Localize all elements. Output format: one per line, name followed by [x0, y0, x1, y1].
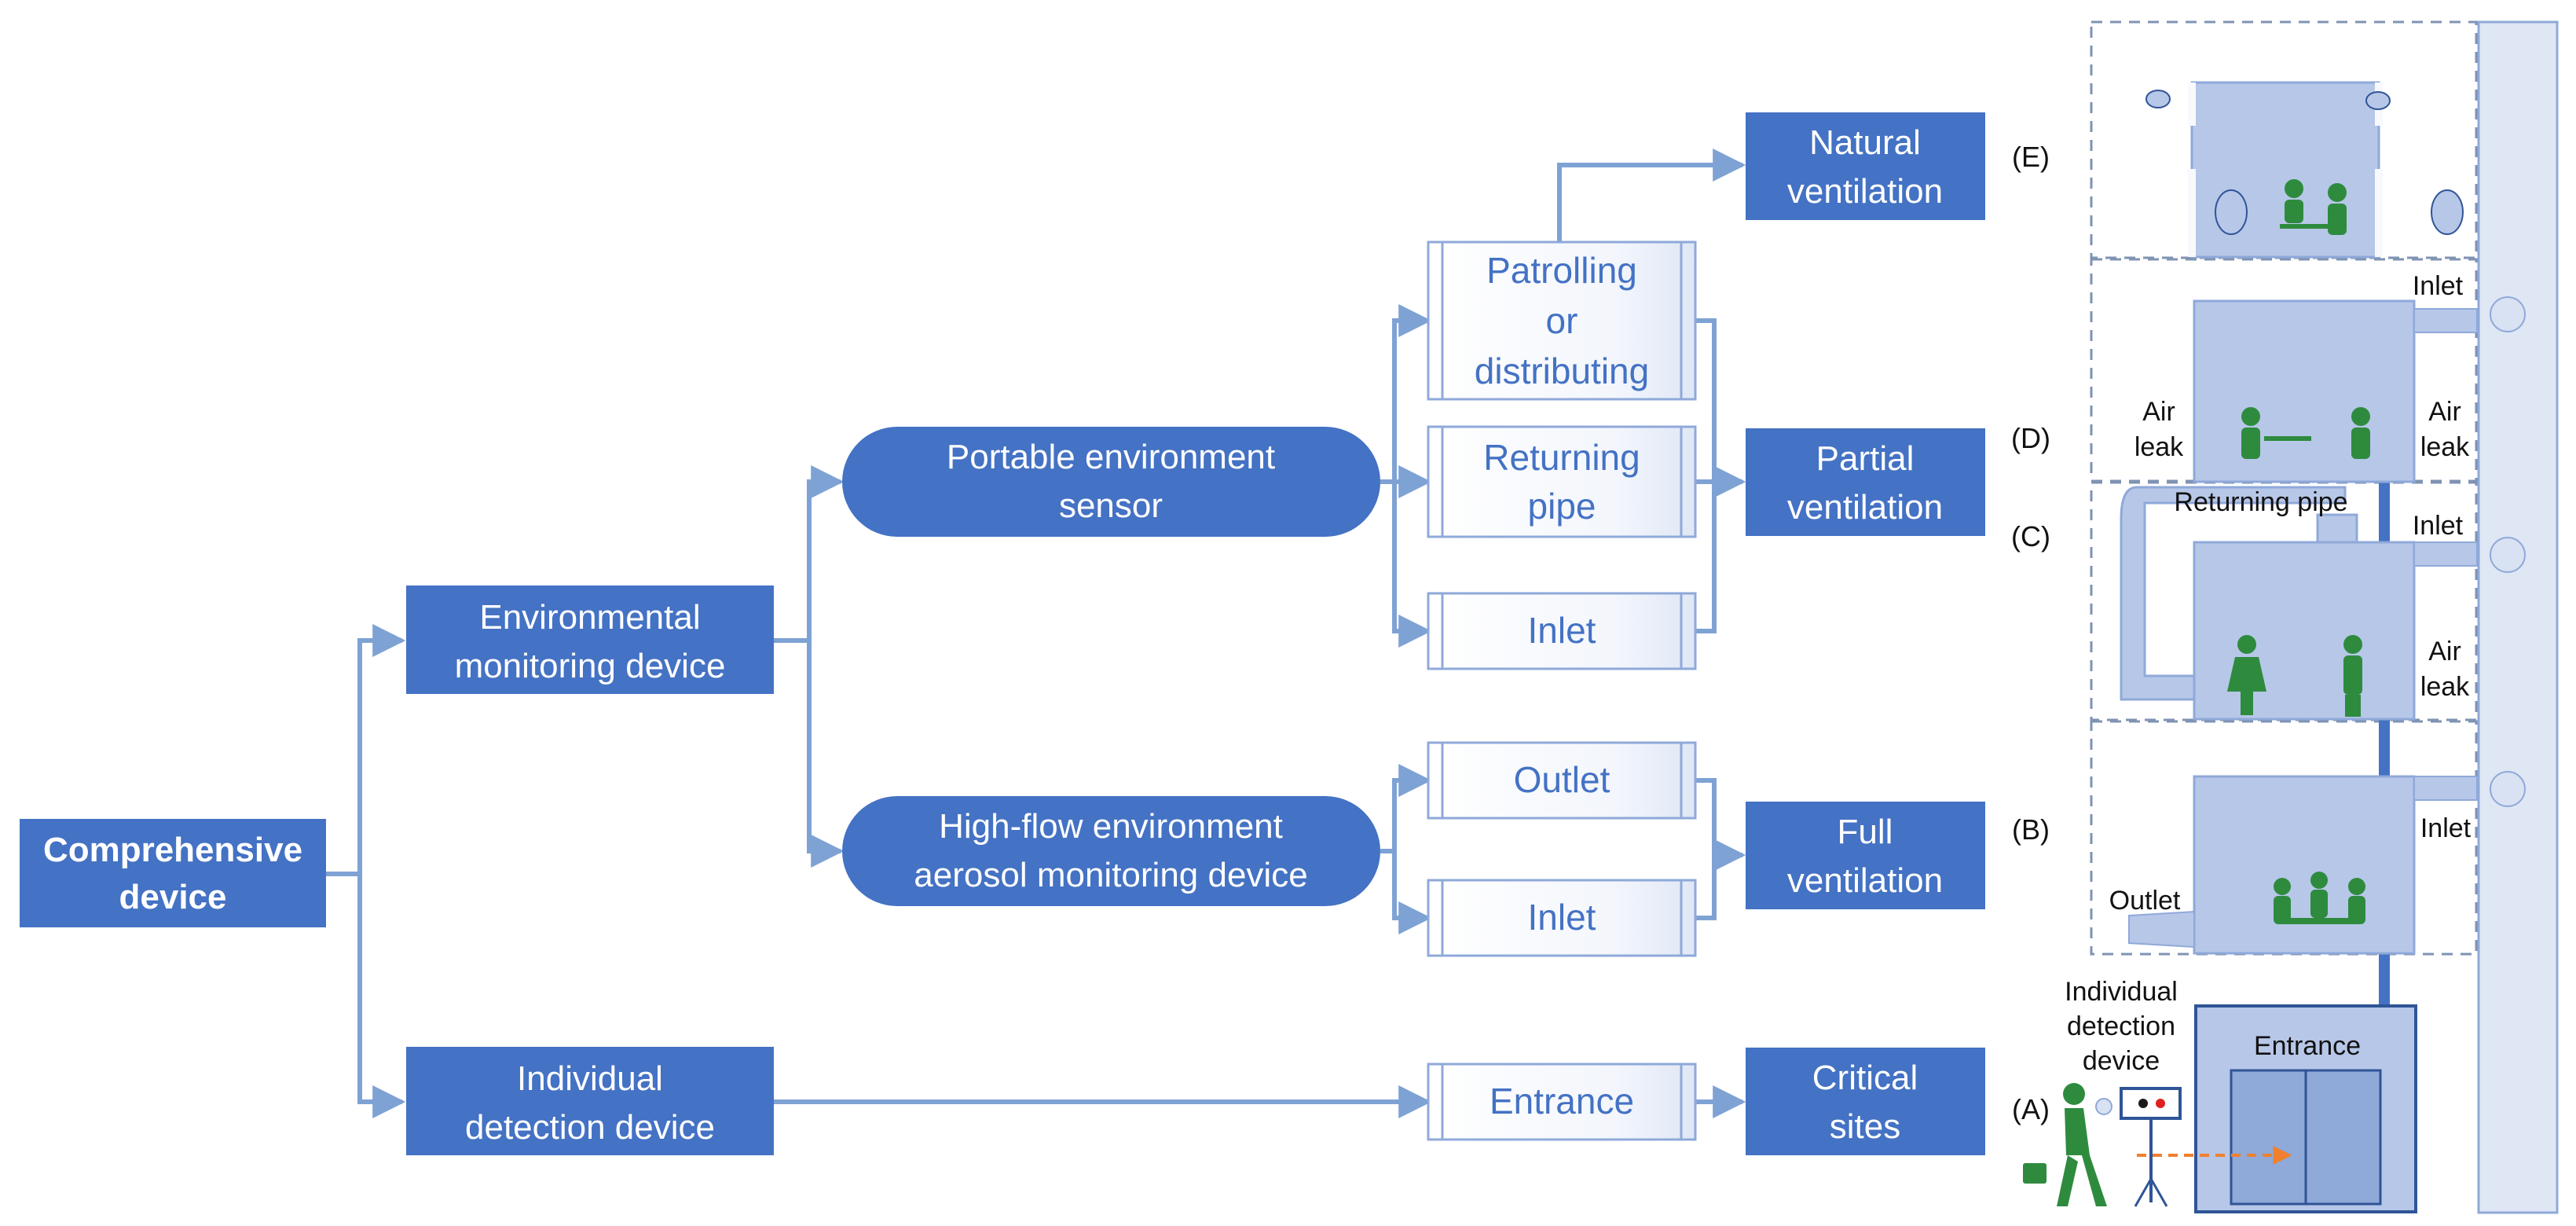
inlet-c-label: Inlet [2413, 511, 2464, 541]
portable-line2: sensor [1059, 486, 1163, 525]
aerosol-cloud-icon [2431, 189, 2464, 235]
scene-label-c: (C) [2011, 520, 2050, 552]
returning-pipe-c-label: Returning pipe [2174, 487, 2347, 517]
connector-portable-to-patrolling [1392, 304, 1432, 482]
node-outlet: Outlet [1427, 741, 1697, 820]
inlet-d-label: Inlet [2413, 271, 2464, 301]
people-desk-icon [2241, 407, 2370, 459]
natural-line1: Natural [1809, 123, 1921, 162]
connector-comprehensive-to-individual [357, 874, 406, 1118]
aerosol-cloud-icon [2145, 90, 2171, 108]
room-d [2193, 296, 2526, 483]
patrolling-line3: distributing [1475, 351, 1649, 391]
scene-frame-b [2090, 720, 2478, 956]
indiv-device-line1: Individual [2065, 977, 2178, 1007]
comprehensive-line2: device [119, 878, 227, 916]
connector-portable-to-inlet [1392, 482, 1432, 648]
aerosol-cloud-icon [2365, 91, 2391, 110]
people-meeting-icon [2280, 179, 2347, 235]
briefcase-icon [2023, 1163, 2047, 1184]
highflow-line1: High-flow environment [939, 807, 1283, 846]
virus-icon [2490, 296, 2526, 332]
node-returning-pipe: Returning pipe [1427, 425, 1697, 538]
box-natural-ventilation: Natural ventilation [1746, 112, 1985, 220]
environmental-line2: monitoring device [455, 647, 726, 685]
box-comprehensive-device: Comprehensive device [20, 819, 326, 927]
connector-merge-to-full [1695, 778, 1717, 920]
connector-highflow-to-outlet [1392, 764, 1432, 851]
box-full-ventilation: Full ventilation [1746, 802, 1985, 909]
node-inlet-upper: Inlet [1427, 592, 1697, 670]
highflow-line2: aerosol monitoring device [914, 856, 1307, 894]
detection-device-icon [2120, 1087, 2182, 1207]
connector-patrolling-to-natural [1557, 149, 1746, 242]
connectors [326, 149, 1746, 1118]
entrance-building [2137, 1004, 2417, 1213]
full-line1: Full [1838, 813, 1893, 851]
entrance-building-label: Entrance [2254, 1031, 2361, 1061]
air-leak-right-d-line2: leak [2420, 432, 2470, 462]
portable-line1: Portable environment [947, 438, 1275, 476]
inlet-b-label: Inlet [2420, 813, 2472, 843]
outlet-duct [2128, 910, 2195, 949]
returning-line1: Returning [1483, 437, 1640, 478]
connector-environmental-to-portable [807, 465, 845, 641]
room-b [2128, 771, 2526, 955]
room-c [2120, 486, 2526, 721]
people-standing-icon [2227, 635, 2362, 717]
node-entrance: Entrance [1427, 1063, 1697, 1141]
pill-portable-environment-sensor: Portable environment sensor [842, 427, 1380, 537]
connector-highflow-to-inlet [1392, 851, 1432, 934]
aerosol-cloud-icon [2215, 189, 2248, 235]
air-leak-c-line1: Air [2428, 637, 2461, 666]
entrance-node-label: Entrance [1490, 1081, 1634, 1121]
virus-icon [2490, 537, 2526, 573]
critical-line1: Critical [1812, 1059, 1918, 1097]
individual-line1: Individual [517, 1059, 663, 1098]
air-leak-right-d-line1: Air [2428, 397, 2461, 427]
partial-line2: ventilation [1787, 488, 1943, 527]
air-leak-c-line2: leak [2420, 672, 2470, 702]
natural-line2: ventilation [1787, 172, 1943, 211]
people-table-icon [2274, 872, 2365, 924]
outer-wall [2477, 20, 2559, 1214]
walking-person-icon [2023, 1083, 2107, 1206]
virus-icon [2490, 771, 2526, 807]
patrolling-line2: or [1546, 300, 1578, 341]
box-critical-sites: Critical sites [1746, 1048, 1985, 1155]
box-environmental-monitoring-device: Environmental monitoring device [406, 585, 774, 694]
comprehensive-line1: Comprehensive [43, 831, 302, 869]
indiv-device-line2: detection [2067, 1011, 2175, 1041]
inlet-upper-label: Inlet [1528, 610, 1596, 651]
room-e [2145, 81, 2464, 259]
indiv-device-line3: device [2083, 1046, 2160, 1076]
box-individual-detection-device: Individual detection device [406, 1047, 774, 1155]
node-patrolling-or-distributing: Patrolling or distributing [1427, 240, 1697, 401]
scene-label-e: (E) [2012, 141, 2050, 173]
box-partial-ventilation: Partial ventilation [1746, 428, 1985, 536]
node-inlet-lower: Inlet [1427, 879, 1697, 957]
outlet-label: Outlet [1514, 759, 1610, 800]
environmental-line1: Environmental [479, 598, 700, 637]
patrolling-line1: Patrolling [1486, 250, 1637, 291]
building-illustration: Inlet Air leak Air leak Returning pipe I… [2023, 20, 2559, 1214]
air-leak-left-d-line2: leak [2134, 432, 2184, 462]
scene-label-b: (B) [2012, 813, 2050, 846]
inlet-lower-label: Inlet [1528, 897, 1596, 938]
connector-merge-to-partial [1695, 318, 1717, 633]
connector-environmental-to-highflow [807, 641, 845, 868]
individual-line2: detection device [465, 1108, 715, 1147]
scene-label-a: (A) [2012, 1093, 2050, 1125]
connector-comprehensive-to-environmental [357, 624, 406, 874]
air-leak-left-d-line1: Air [2142, 397, 2175, 427]
aerosol-icon [2095, 1098, 2112, 1115]
full-line2: ventilation [1787, 861, 1943, 900]
critical-line2: sites [1830, 1107, 1900, 1146]
outlet-b-label: Outlet [2109, 886, 2181, 916]
pill-high-flow-aerosol-device: High-flow environment aerosol monitoring… [842, 796, 1380, 906]
returning-line2: pipe [1528, 486, 1596, 527]
scene-label-d: (D) [2011, 422, 2050, 454]
partial-line1: Partial [1816, 439, 1915, 478]
